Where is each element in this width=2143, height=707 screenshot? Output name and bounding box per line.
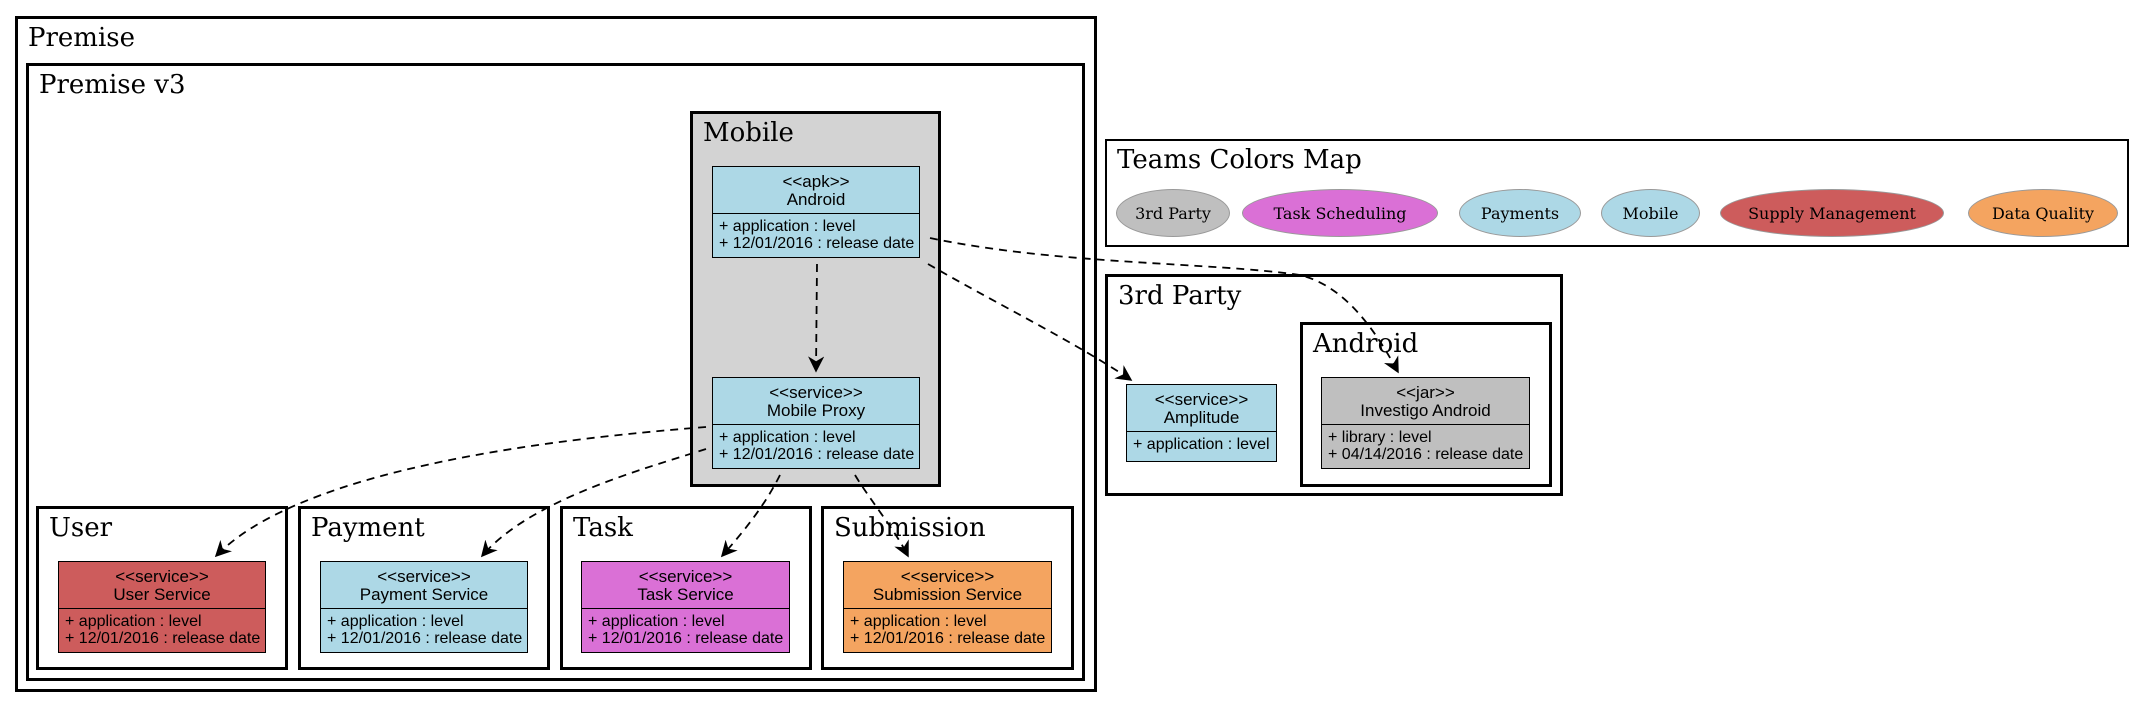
node-submission-service-stereotype: <<service>>: [900, 567, 995, 586]
node-submission-service-attr-level: + application : level: [850, 613, 987, 630]
cluster-legend: Teams Colors Map: [1105, 139, 2129, 247]
legend-third-party-label: 3rd Party: [1135, 203, 1211, 223]
cluster-premise-title: Premise: [28, 23, 136, 53]
node-mobile-proxy[interactable]: <<service>> Mobile Proxy + application :…: [712, 377, 920, 469]
node-mobile-proxy-stereotype: <<service>>: [769, 383, 863, 402]
node-investigo-attr-level: + library : level: [1328, 429, 1432, 446]
node-android-name: Android: [786, 190, 846, 209]
cluster-mobile-title: Mobile: [703, 118, 794, 148]
node-payment-service-stereotype: <<service>>: [377, 567, 471, 586]
node-android[interactable]: <<apk>> Android + application : level + …: [712, 166, 920, 258]
cluster-payment-title: Payment: [311, 513, 425, 543]
node-user-service-name: User Service: [113, 585, 211, 604]
cluster-legend-title: Teams Colors Map: [1117, 145, 1362, 175]
legend-mobile: Mobile: [1601, 189, 1700, 237]
node-task-service-attr-level: + application : level: [588, 613, 725, 630]
legend-data-quality: Data Quality: [1968, 189, 2118, 237]
node-payment-service[interactable]: <<service>> Payment Service + applicatio…: [320, 561, 528, 653]
node-task-service-attr-release: + 12/01/2016 : release date: [588, 630, 784, 647]
legend-data-quality-label: Data Quality: [1991, 203, 2095, 223]
legend-third-party: 3rd Party: [1116, 189, 1230, 237]
node-user-service-stereotype: <<service>>: [115, 567, 209, 586]
node-investigo-attr-release: + 04/14/2016 : release date: [1328, 446, 1524, 463]
legend-task-scheduling-label: Task Scheduling: [1273, 203, 1407, 223]
legend-supply-management-label: Supply Management: [1748, 203, 1916, 223]
node-user-service-attr-release: + 12/01/2016 : release date: [65, 630, 261, 647]
node-user-service-attr-level: + application : level: [65, 613, 202, 630]
node-task-service[interactable]: <<service>> Task Service + application :…: [581, 561, 790, 653]
node-amplitude-name: Amplitude: [1163, 408, 1240, 427]
node-android-stereotype: <<apk>>: [782, 172, 850, 191]
legend-payments: Payments: [1459, 189, 1581, 237]
node-android-attr-level: + application : level: [719, 218, 856, 235]
cluster-premise-v3-title: Premise v3: [39, 70, 186, 100]
cluster-user: User: [36, 506, 288, 670]
node-android-attr-release: + 12/01/2016 : release date: [719, 235, 915, 252]
legend-supply-management: Supply Management: [1720, 189, 1944, 237]
node-investigo-stereotype: <<jar>>: [1396, 383, 1455, 402]
node-mobile-proxy-name: Mobile Proxy: [766, 401, 866, 420]
node-submission-service-name: Submission Service: [872, 585, 1023, 604]
cluster-user-title: User: [49, 513, 113, 543]
legend-mobile-label: Mobile: [1622, 203, 1679, 223]
node-mobile-proxy-attr-level: + application : level: [719, 429, 856, 446]
legend-task-scheduling: Task Scheduling: [1242, 189, 1438, 237]
node-payment-service-attr-release: + 12/01/2016 : release date: [327, 630, 523, 647]
node-amplitude-attr-level: + application : level: [1133, 436, 1270, 453]
node-task-service-stereotype: <<service>>: [638, 567, 733, 586]
cluster-task-title: Task: [573, 513, 633, 543]
node-amplitude-stereotype: <<service>>: [1154, 390, 1249, 409]
node-mobile-proxy-attr-release: + 12/01/2016 : release date: [719, 446, 915, 463]
node-investigo-android[interactable]: <<jar>> Investigo Android + library : le…: [1321, 377, 1530, 469]
node-submission-service-attr-release: + 12/01/2016 : release date: [850, 630, 1046, 647]
node-submission-service[interactable]: <<service>> Submission Service + applica…: [843, 561, 1052, 653]
node-amplitude[interactable]: <<service>> Amplitude + application : le…: [1126, 384, 1277, 462]
cluster-android-vendor-title: Android: [1313, 329, 1419, 359]
node-payment-service-attr-level: + application : level: [327, 613, 464, 630]
node-investigo-name: Investigo Android: [1360, 401, 1491, 420]
node-user-service[interactable]: <<service>> User Service + application :…: [58, 561, 266, 653]
node-payment-service-name: Payment Service: [359, 585, 489, 604]
legend-payments-label: Payments: [1480, 203, 1560, 223]
cluster-submission-title: Submission: [834, 513, 986, 543]
cluster-third-party-title: 3rd Party: [1118, 281, 1242, 311]
node-task-service-name: Task Service: [637, 585, 734, 604]
